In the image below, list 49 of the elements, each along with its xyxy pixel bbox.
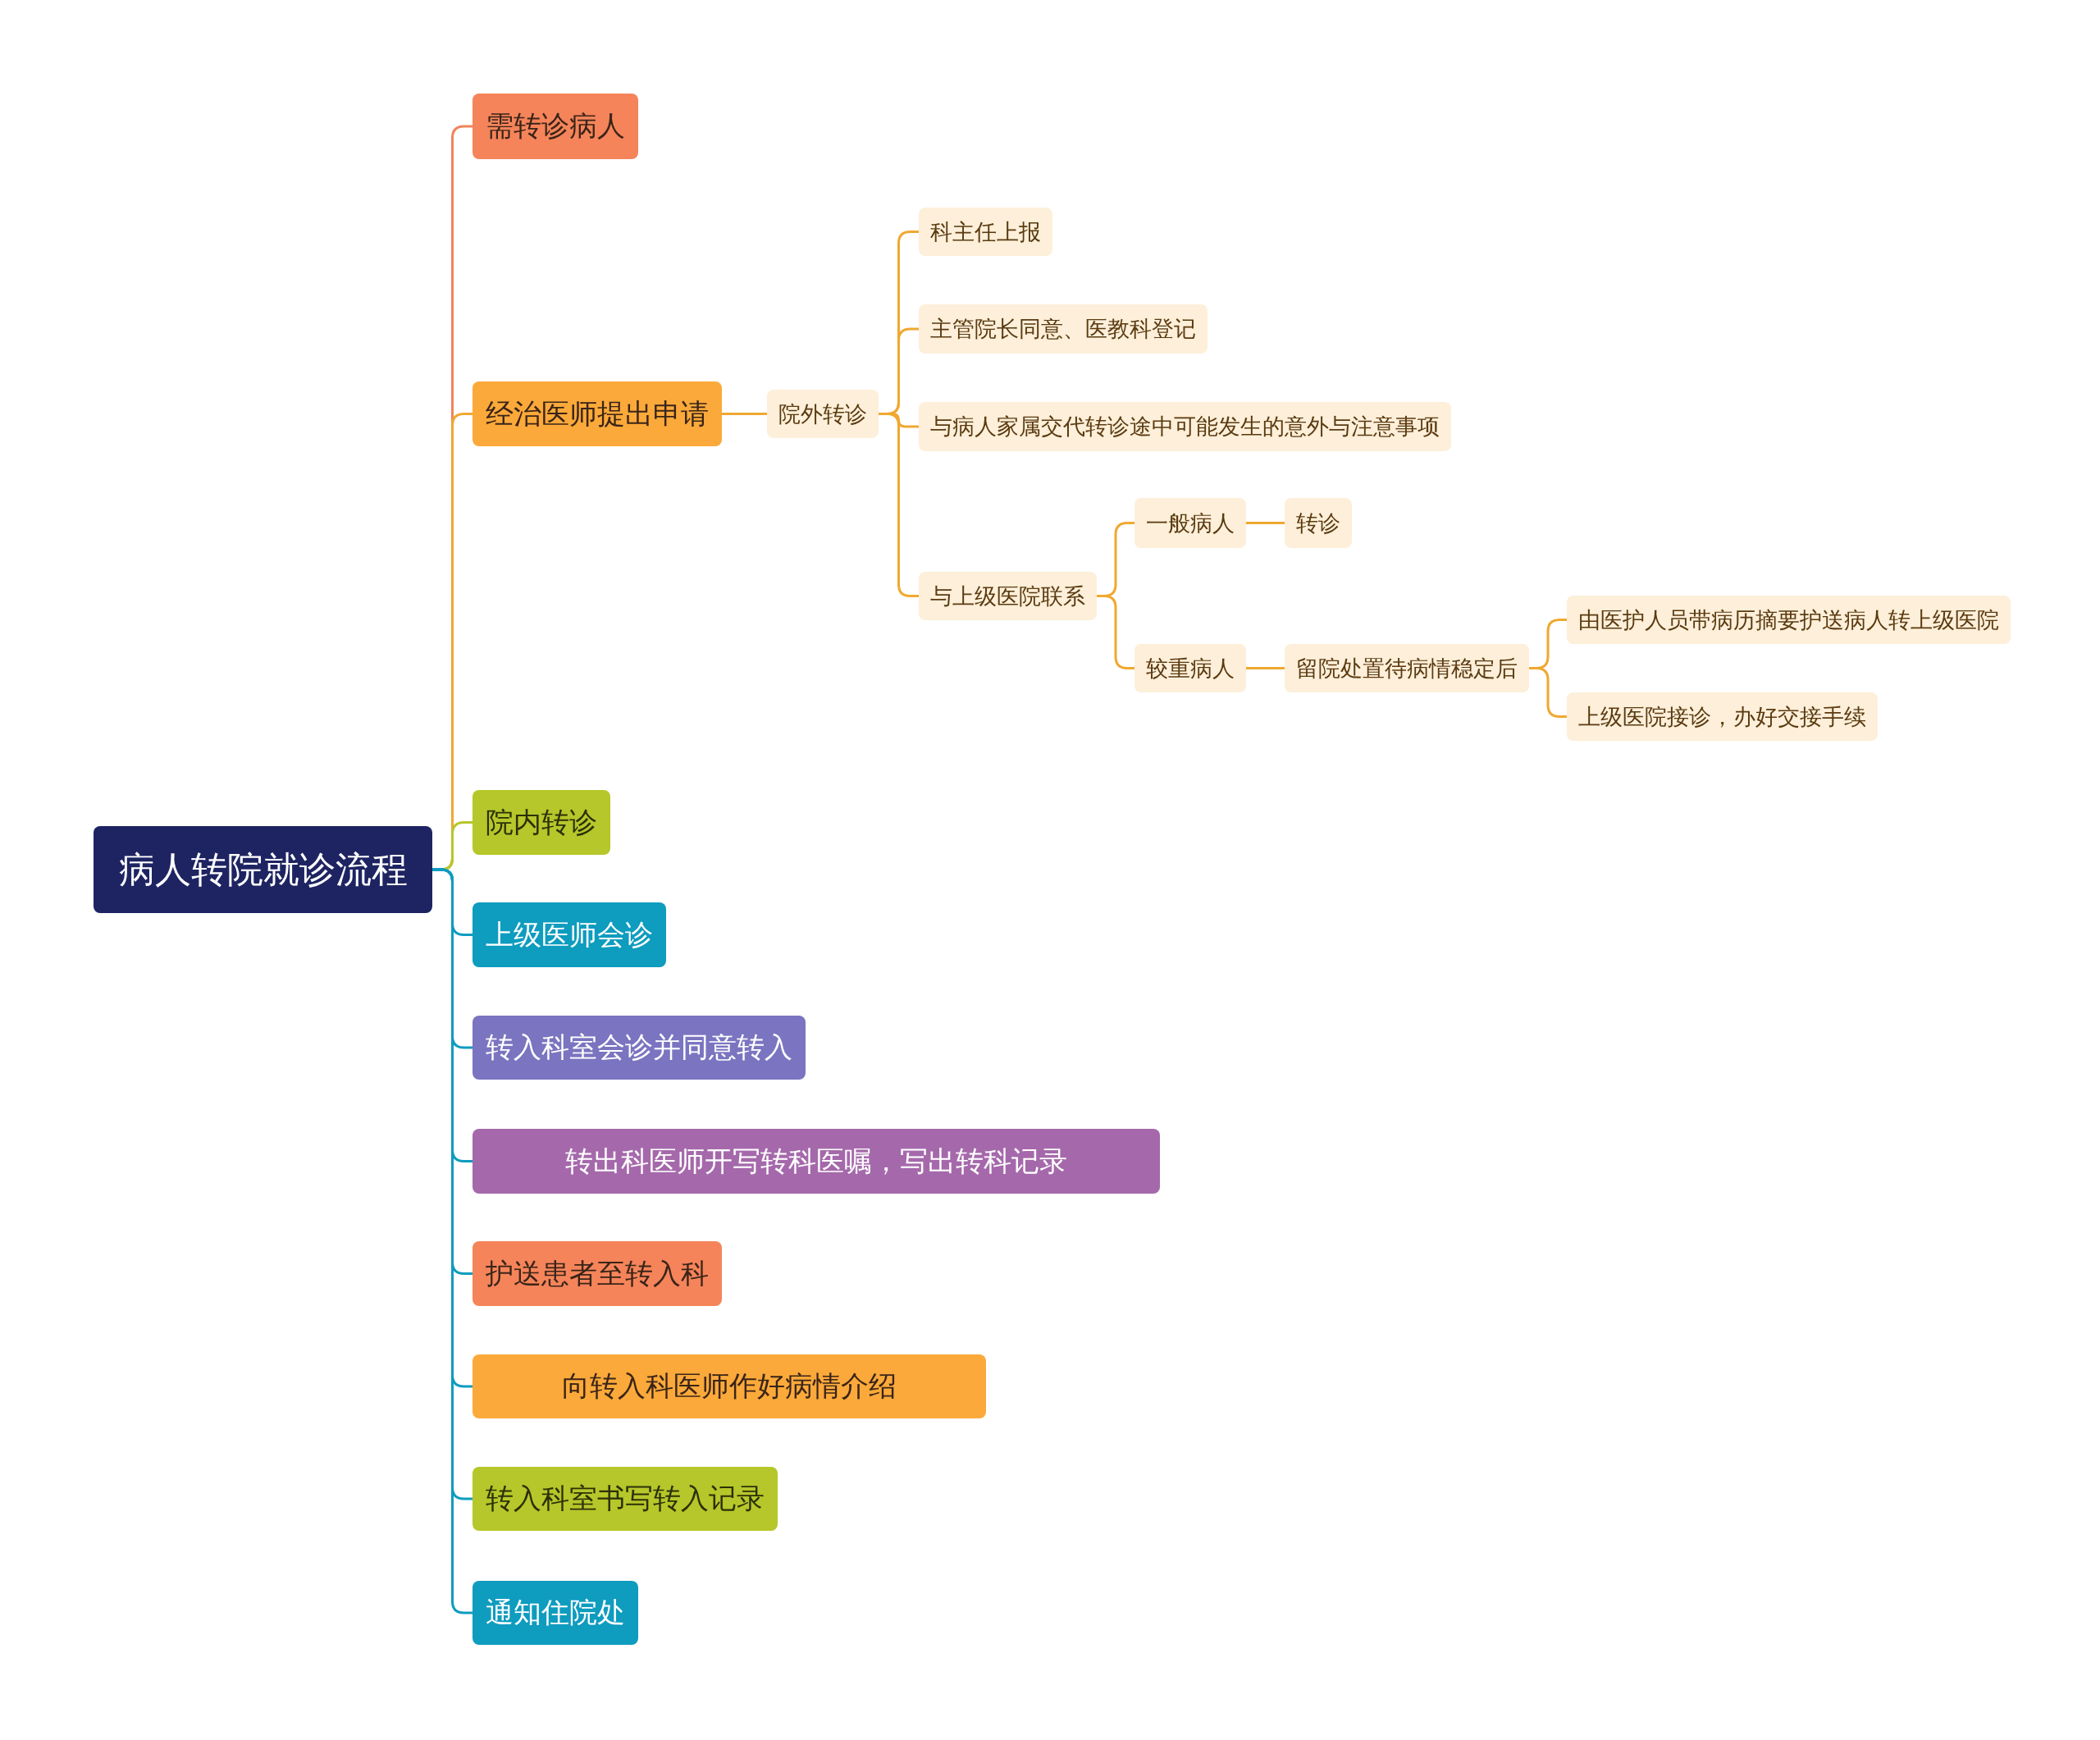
topic-text: 与病人家属交代转诊途中可能发生的意外与注意事项 (930, 413, 1440, 441)
topic-text: 上级医院接诊，办好交接手续 (1578, 702, 1866, 731)
topic-box (472, 790, 610, 855)
topic-text: 与上级医院联系 (930, 582, 1085, 610)
topic-text: 主管院长同意、医教科登记 (930, 315, 1196, 343)
topic-box (472, 1016, 806, 1080)
subtopic-box (919, 572, 1097, 620)
topic-text: 科主任上报 (930, 217, 1041, 246)
subtopic-box (1134, 498, 1246, 548)
root-topic-box (94, 826, 432, 913)
topic-text: 护送患者至转入科 (486, 1255, 709, 1291)
connector-line (879, 413, 919, 597)
topic-text: 较重病人 (1146, 654, 1235, 683)
connector-line (1097, 595, 1134, 669)
connector-line (1246, 667, 1285, 669)
topic-box (472, 1354, 986, 1418)
topic-text: 经治医师提出申请 (486, 395, 709, 432)
topic-box (472, 1467, 778, 1531)
topic-text: 向转入科医师作好病情介绍 (562, 1368, 897, 1404)
topic-text: 需转诊病人 (486, 108, 625, 144)
topic-text: 上级医师会诊 (486, 916, 653, 952)
topic-box (472, 1241, 722, 1306)
subtopic-box (1567, 692, 1878, 741)
topic-text: 留院处置待病情稳定后 (1296, 654, 1518, 683)
subtopic-box (919, 208, 1052, 256)
topic-text: 转入科室书写转入记录 (486, 1481, 765, 1516)
topic-box (472, 902, 666, 967)
subtopic-box (767, 390, 879, 438)
topic-box (472, 1129, 1160, 1194)
topic-text: 转诊 (1296, 509, 1340, 537)
topic-text: 转入科室会诊并同意转入 (486, 1030, 792, 1065)
topic-text: 通知住院处 (486, 1595, 625, 1630)
subtopic-box (1285, 498, 1352, 548)
subtopic-box (919, 402, 1451, 451)
topic-text: 院内转诊 (486, 804, 597, 840)
subtopic-box (1285, 644, 1529, 692)
topic-text: 院外转诊 (778, 400, 867, 428)
subtopic-box (1134, 644, 1246, 692)
subtopic-box (1567, 596, 2011, 644)
topic-text: 由医护人员带病历摘要护送病人转上级医院 (1578, 605, 1999, 634)
subtopic-box (919, 304, 1208, 354)
connector-line (722, 413, 767, 415)
topic-box (472, 1581, 638, 1645)
topic-text: 病人转院就诊流程 (118, 847, 408, 892)
topic-box (472, 94, 638, 159)
topic-text: 一般病人 (1146, 509, 1235, 537)
topic-text: 转出科医师开写转科医嘱，写出转科记录 (565, 1143, 1067, 1179)
topic-box (472, 381, 722, 446)
connector-line (1246, 522, 1285, 524)
